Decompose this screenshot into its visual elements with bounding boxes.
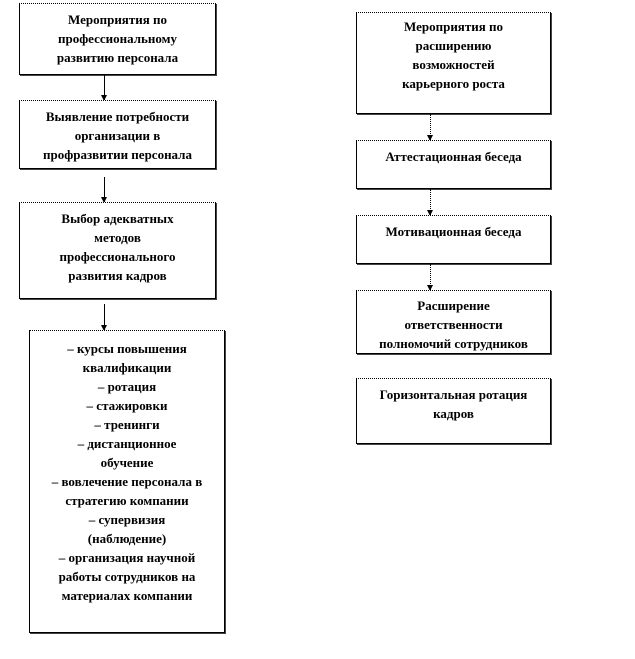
box-horizontal-rotation: Горизонтальная ротация кадров: [356, 378, 551, 444]
box-professional-development: Мероприятия по профессиональному развитию …: [19, 3, 216, 75]
box-text-line: полномочий сотрудников: [379, 336, 528, 351]
box-text-line: развития кадров: [68, 268, 167, 283]
box-identify-needs: Выявление потребности организации в профра…: [19, 100, 216, 169]
box-text-line: профразвитии персонала: [43, 147, 192, 162]
box-text-line: профессиональному: [57, 31, 178, 46]
box-text-line: – вовлечение персонала в: [51, 474, 203, 489]
box-text-line: (наблюдение): [87, 531, 167, 546]
arrow-down-icon: [101, 177, 107, 203]
box-responsibility: Расширение ответственности полномочий сотр…: [356, 290, 551, 354]
box-text-line: методов: [94, 230, 141, 245]
box-methods-list: – курсы повышения квалификации – ротация – …: [29, 330, 225, 633]
arrow-down-icon: [427, 189, 433, 216]
box-text-line: возможностей: [412, 57, 495, 72]
arrow-down-icon: [101, 75, 107, 101]
box-text-line: – дистанционное: [77, 436, 177, 451]
box-text-line: организации в: [74, 128, 161, 143]
box-text-line: – супервизия: [88, 512, 166, 527]
box-text-line: Аттестационная беседа: [385, 149, 522, 164]
arrow-down-icon: [427, 114, 433, 141]
box-text-line: Выявление потребности: [45, 109, 190, 124]
box-choose-methods: Выбор адекватных методов профессионального…: [19, 202, 216, 299]
box-motivation: Мотивационная беседа: [356, 215, 551, 264]
box-text-line: – тренинги: [94, 417, 160, 432]
box-text-line: обучение: [100, 455, 154, 470]
box-attestation: Аттестационная беседа: [356, 140, 551, 189]
arrow-down-icon: [427, 264, 433, 291]
box-text-line: развитию персонала: [56, 50, 179, 65]
box-text-line: Горизонтальная ротация: [379, 387, 528, 402]
box-text-line: Выбор адекватных: [61, 211, 174, 226]
box-text-line: – стажировки: [86, 398, 168, 413]
box-text-line: профессионального: [59, 249, 176, 264]
box-text-line: Мотивационная беседа: [385, 224, 522, 239]
box-text-line: расширению: [415, 38, 492, 53]
box-text-line: стратегию компании: [65, 493, 189, 508]
box-text-line: квалификации: [82, 360, 172, 375]
box-text-line: – ротация: [97, 379, 157, 394]
box-text-line: материалах компании: [61, 588, 193, 603]
box-text-line: Мероприятия по: [404, 19, 503, 34]
box-text-line: ответственности: [404, 317, 503, 332]
box-text-line: – организация научной: [58, 550, 196, 565]
box-text-line: – курсы повышения: [67, 341, 187, 356]
box-text-line: карьерного роста: [402, 76, 505, 91]
box-text-line: Мероприятия по: [68, 12, 167, 27]
box-text-line: работы сотрудников на: [58, 569, 196, 584]
arrow-down-icon: [101, 304, 107, 331]
box-text-line: Расширение: [417, 298, 490, 313]
box-text-line: кадров: [433, 406, 474, 421]
box-career-growth: Мероприятия по расширению возможностей карь…: [356, 12, 551, 114]
